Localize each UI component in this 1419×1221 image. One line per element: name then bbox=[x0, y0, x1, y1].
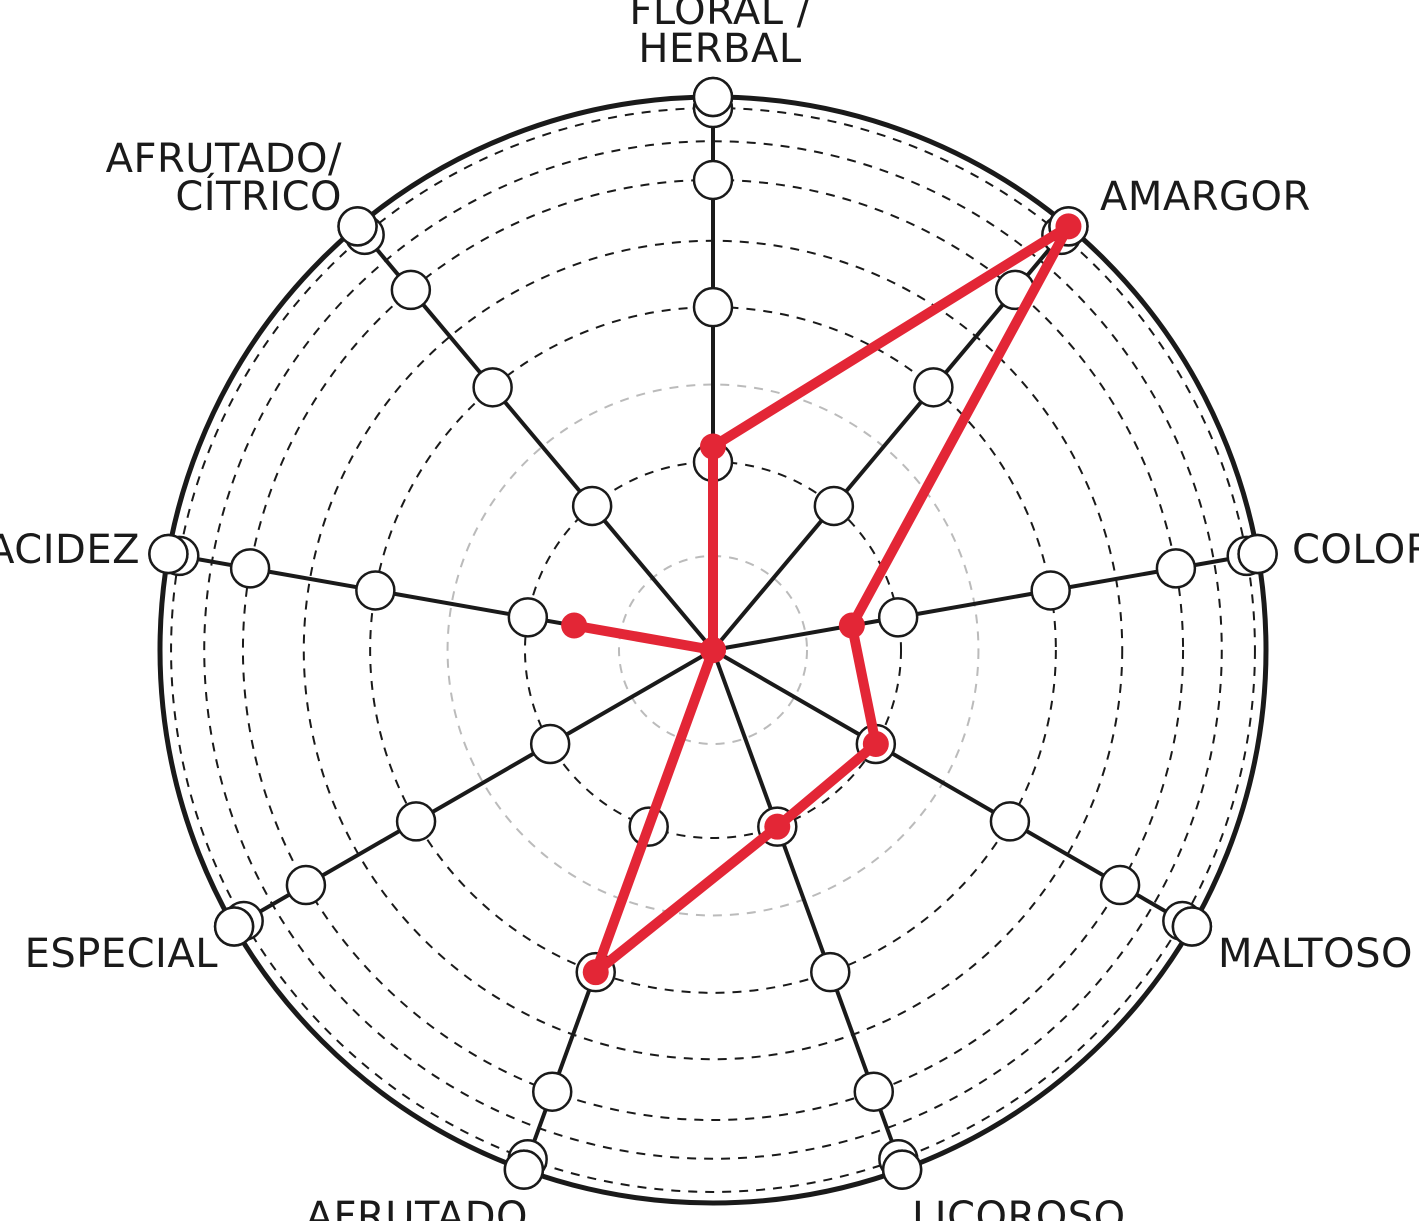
axis-label-line: AFRUTADO/ bbox=[106, 136, 342, 182]
scale-marker bbox=[337, 206, 378, 247]
scale-marker bbox=[531, 1071, 573, 1112]
scale-marker bbox=[692, 76, 734, 118]
axis-label-3: MALTOSO bbox=[1218, 931, 1413, 977]
scale-markers bbox=[148, 76, 1278, 1190]
axis-label-line: FLORAL / bbox=[629, 0, 810, 34]
scale-marker bbox=[571, 485, 613, 527]
data-point bbox=[764, 813, 791, 840]
scale-marker bbox=[989, 801, 1031, 842]
data-point bbox=[838, 612, 865, 639]
scale-marker bbox=[813, 485, 855, 527]
scale-marker bbox=[692, 159, 734, 201]
axis-label-5: AFRUTADO bbox=[306, 1194, 528, 1221]
data-point bbox=[561, 612, 588, 639]
axis-label-1: AMARGOR bbox=[1100, 174, 1311, 220]
axis-label-line: COLOR bbox=[1292, 527, 1419, 573]
scale-marker bbox=[213, 906, 255, 947]
data-point bbox=[862, 731, 889, 758]
data-point bbox=[700, 433, 726, 460]
axis-label-6: ESPECIAL bbox=[25, 931, 219, 977]
axis-label-4: LICOROSO bbox=[912, 1194, 1126, 1221]
axis-label-7: ACIDEZ bbox=[0, 527, 140, 573]
scale-marker bbox=[1171, 906, 1213, 947]
scale-marker bbox=[507, 597, 549, 638]
axis-label-8: AFRUTADO/CÍTRICO bbox=[106, 136, 342, 220]
data-point bbox=[582, 959, 609, 986]
scale-marker bbox=[913, 367, 954, 408]
axis-label-line: ACIDEZ bbox=[0, 527, 140, 573]
axis-label-line: MALTOSO bbox=[1218, 931, 1413, 977]
scale-marker bbox=[229, 548, 271, 589]
scale-marker bbox=[1155, 548, 1197, 589]
scale-marker bbox=[529, 723, 571, 765]
axis-label-line: ESPECIAL bbox=[25, 931, 219, 977]
axis-label-line: CÍTRICO bbox=[175, 172, 342, 220]
scale-marker bbox=[1030, 570, 1071, 611]
scale-marker bbox=[503, 1149, 545, 1190]
scale-marker bbox=[692, 286, 734, 328]
scale-marker bbox=[390, 269, 432, 311]
data-point bbox=[700, 637, 726, 663]
scale-marker bbox=[853, 1071, 895, 1112]
scale-marker bbox=[1237, 533, 1278, 575]
scale-marker bbox=[148, 533, 189, 575]
scale-marker bbox=[881, 1149, 923, 1190]
scale-marker bbox=[877, 597, 919, 638]
axis-label-line: AFRUTADO bbox=[306, 1194, 528, 1221]
scale-marker bbox=[1099, 864, 1141, 906]
axis-label-0: FLORAL /HERBAL bbox=[629, 0, 810, 72]
scale-marker bbox=[355, 570, 396, 611]
series-line-0 bbox=[569, 221, 1074, 978]
data-series bbox=[561, 213, 1082, 986]
scale-marker bbox=[472, 367, 513, 408]
scale-marker bbox=[395, 801, 437, 842]
scale-marker bbox=[285, 864, 327, 906]
data-point bbox=[1055, 213, 1082, 240]
axis-label-2: COLOR bbox=[1292, 527, 1419, 573]
axis-label-line: LICOROSO bbox=[912, 1194, 1126, 1221]
axis-label-line: HERBAL bbox=[638, 26, 801, 72]
grid-ring-3 bbox=[446, 383, 980, 917]
scale-marker bbox=[810, 951, 851, 993]
axis-label-line: AMARGOR bbox=[1100, 174, 1311, 220]
